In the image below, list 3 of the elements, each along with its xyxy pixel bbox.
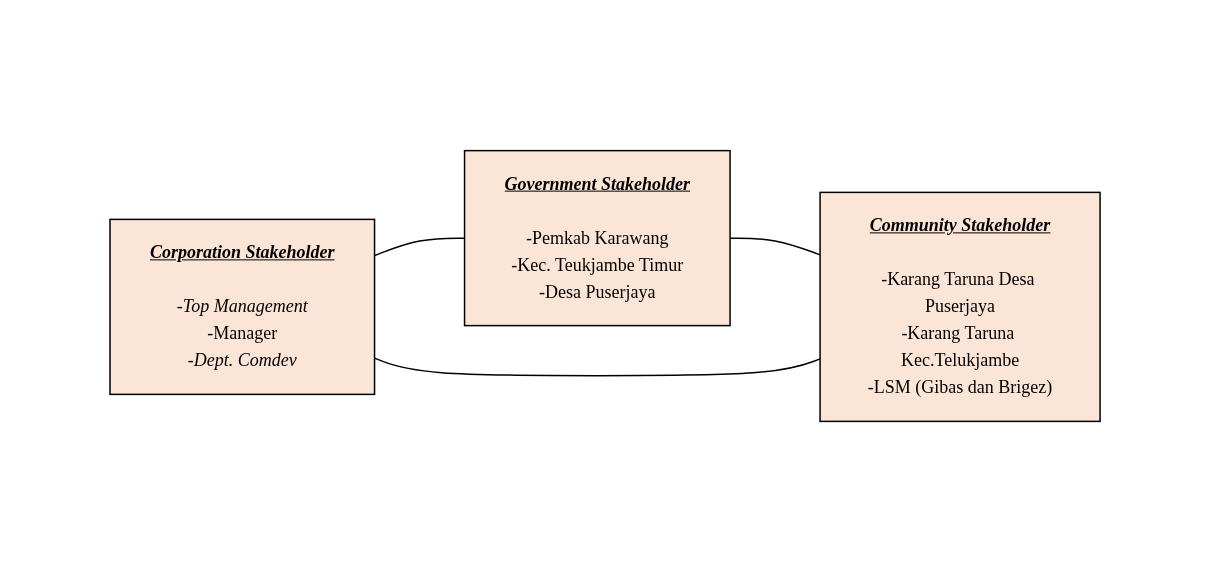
node-box: Corporation Stakeholder -Top Management -Manager -Dept. Comdev	[109, 218, 376, 396]
node-box: Community Stakeholder -Karang Taruna Desa Puserjaya -Karang Taruna Kec.Telukjambe -LSM (Gibas dan Brigez)	[819, 191, 1101, 423]
node-box: Government Stakeholder -Pemkab Karawang -Kec. Teukjambe Timur -Desa Puserjaya	[463, 149, 731, 327]
